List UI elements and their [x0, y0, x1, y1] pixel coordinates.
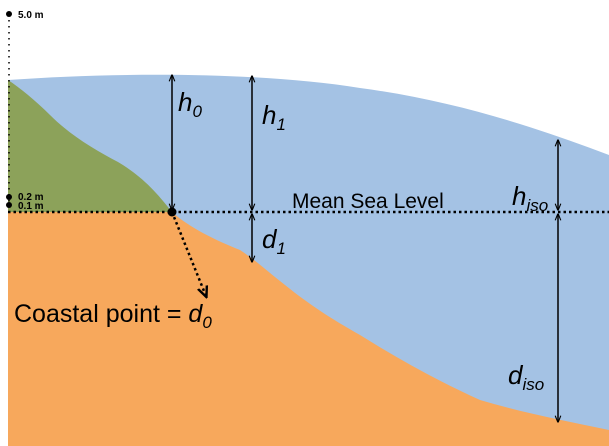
diso-label: diso	[508, 360, 544, 394]
coastal-point-label: Coastal point = d0	[14, 300, 212, 332]
scale-label-low: 0.1 m	[18, 201, 44, 212]
scale-marker-low	[6, 202, 12, 208]
land-above-sea-level	[8, 80, 172, 212]
hiso-label: hiso	[512, 181, 548, 215]
coastal-point-arrow	[170, 211, 206, 296]
scale-marker-mid	[6, 194, 12, 200]
h0-label: h0	[178, 87, 202, 121]
scale-label-mid: 0.2 m	[18, 192, 44, 203]
scale-marker-top	[6, 11, 12, 17]
scale-label-top: 5.0 m	[18, 10, 44, 21]
seabed	[8, 212, 609, 446]
h1-label: h1	[262, 100, 286, 134]
mean-sea-level-label: Mean Sea Level	[292, 190, 444, 213]
d1-label: d1	[262, 224, 286, 258]
